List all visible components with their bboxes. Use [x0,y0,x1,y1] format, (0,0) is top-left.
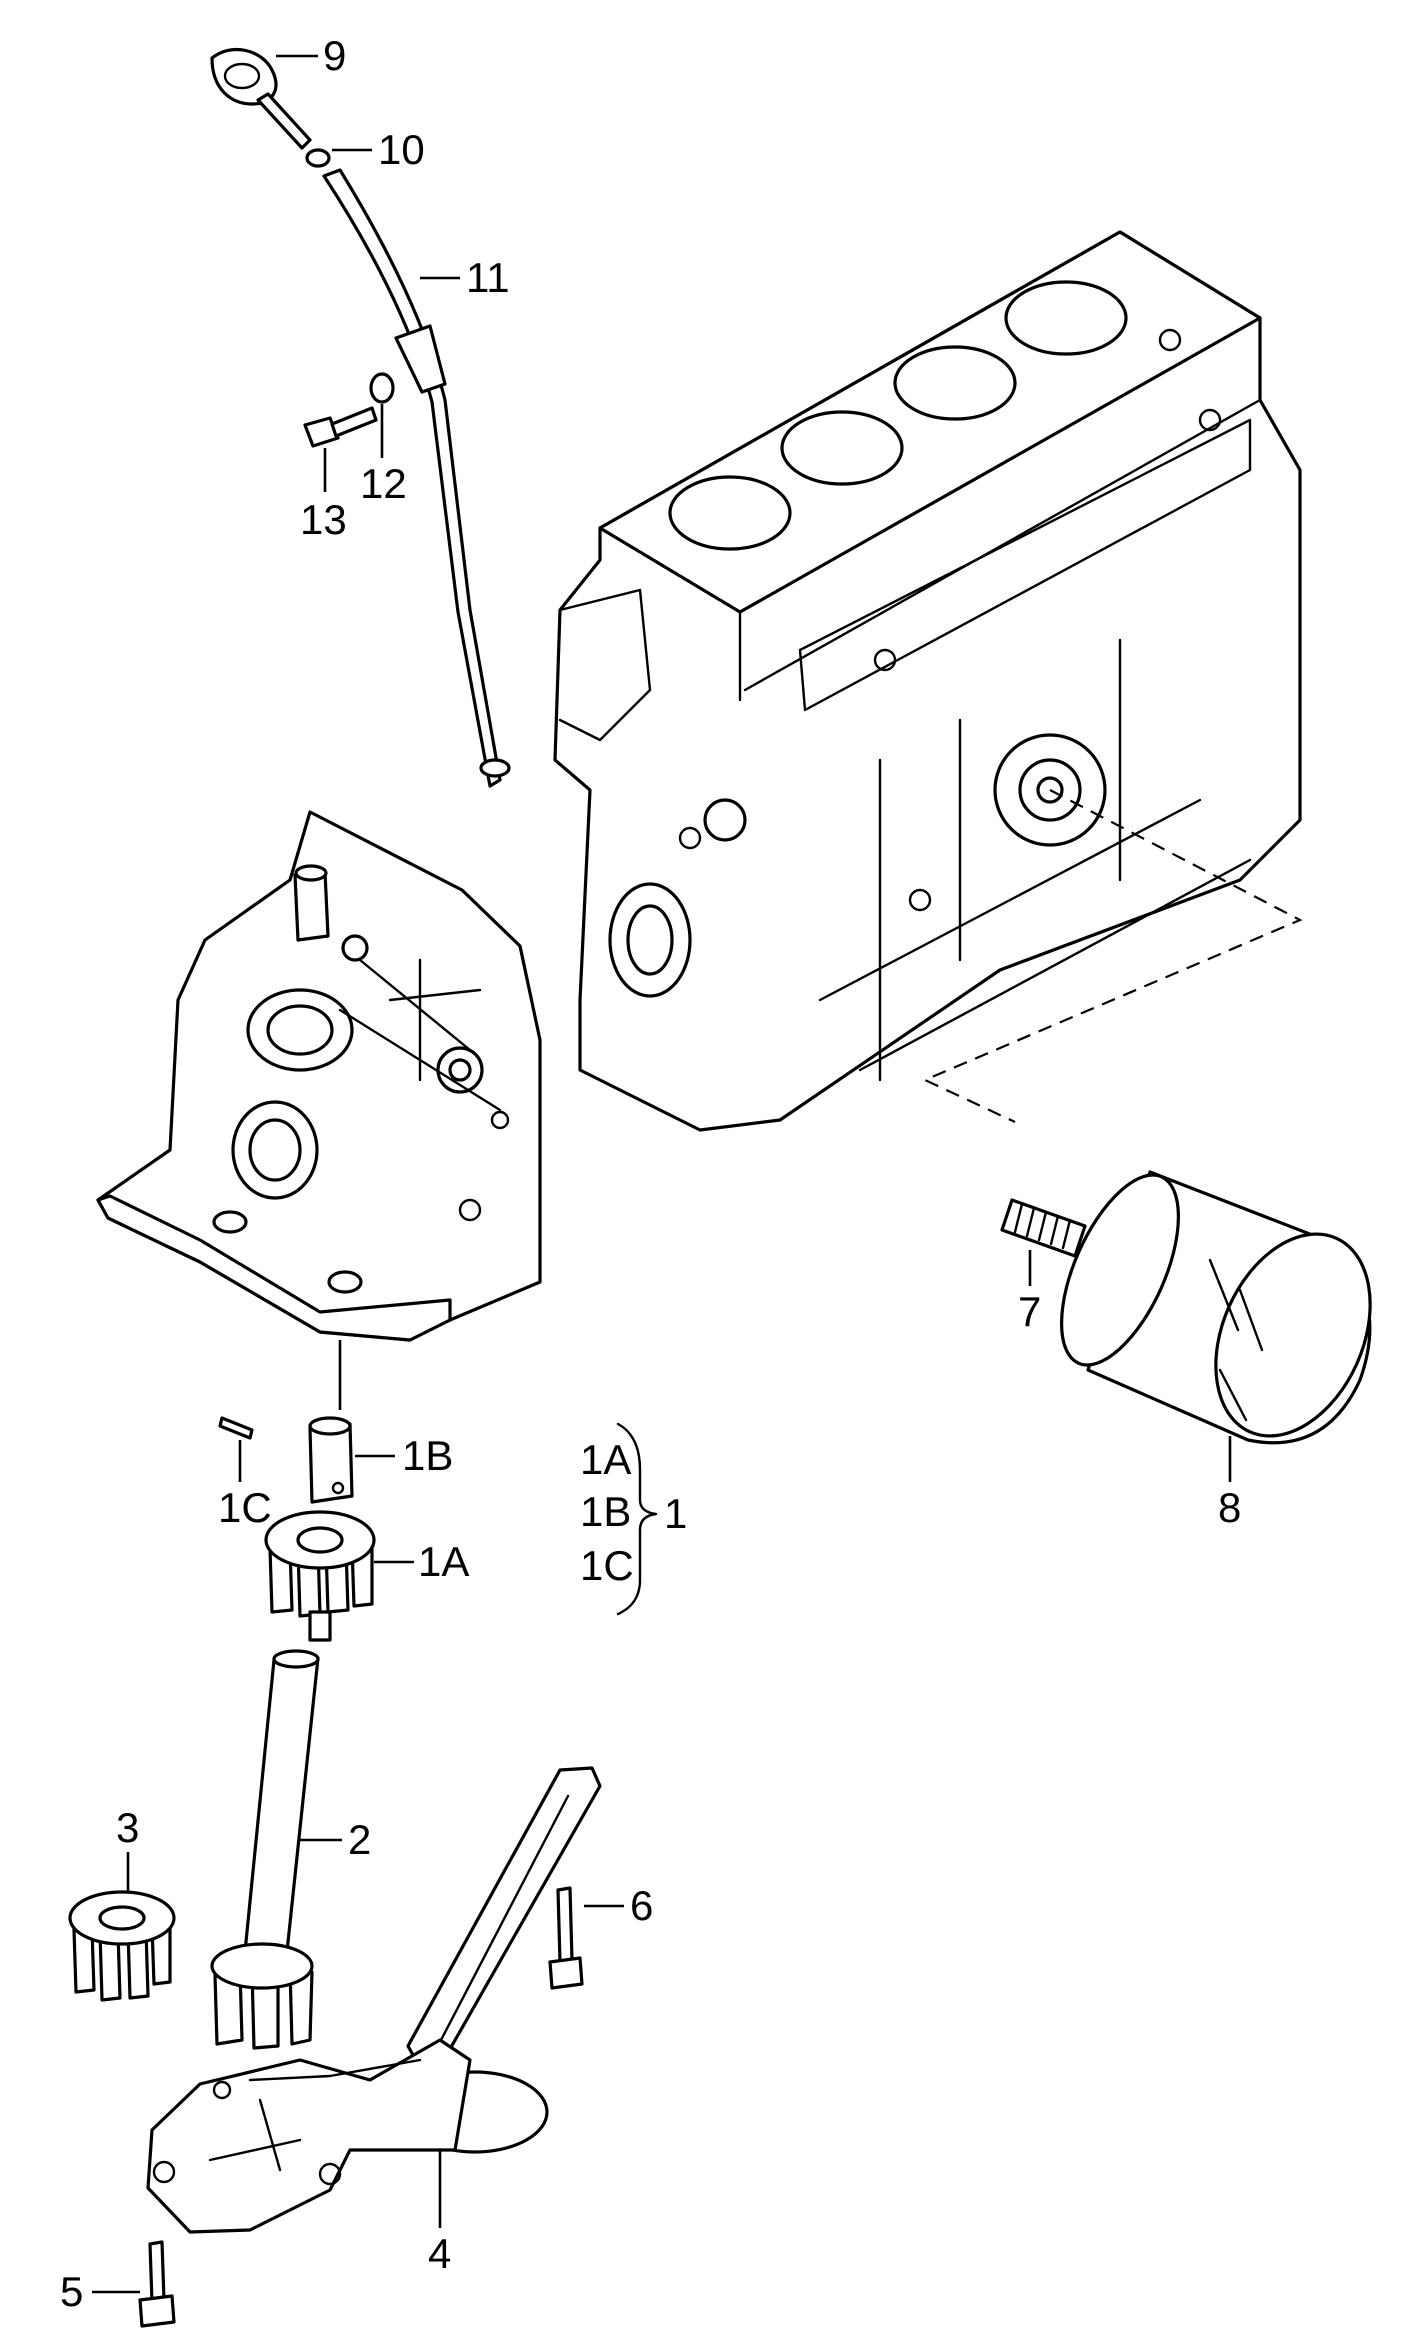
dipstick-guide-tube [322,168,511,788]
drive-shaft [210,1649,320,2050]
oil-pump-housing [96,810,542,1342]
callout-6: 6 [630,1882,653,1929]
pin-1C [218,1416,254,1440]
callout-9: 9 [323,32,346,79]
callout-12: 12 [360,460,407,507]
group-item-1A: 1A [580,1436,631,1483]
callout-8: 8 [1218,1484,1241,1531]
oil-pickup-pump [146,1766,602,2234]
callout-3: 3 [116,1804,139,1851]
leader-dashed-block-to-filter [922,789,1303,1123]
engine-block [553,230,1302,1132]
callout-2: 2 [348,1816,371,1863]
bolt-5 [138,2240,176,2328]
callout-13: 13 [300,496,347,543]
brace [616,1422,658,1616]
callout-11: 11 [466,254,510,301]
shaft-1B [308,1416,354,1504]
callout-1A: 1A [418,1538,469,1585]
bolt-6 [548,1886,584,1990]
gear-1A [264,1510,376,1642]
gear-3 [68,1890,176,2002]
callout-10: 10 [378,126,425,173]
dipstick-seal-ring [305,148,331,168]
callout-1B: 1B [402,1432,453,1479]
group-item-1C: 1C [580,1542,634,1589]
callout-1C: 1C [218,1484,272,1531]
oil-filter [1059,1170,1372,1445]
group-bracket-1: 1A 1B 1C 1 [580,1422,687,1616]
washer [369,372,395,404]
callout-5: 5 [60,2268,83,2315]
callout-4: 4 [428,2230,451,2277]
callout-7: 7 [1018,1288,1041,1335]
bolt-13 [303,406,378,448]
group-item-1B: 1B [580,1488,631,1535]
group-label-1: 1 [664,1490,687,1537]
dipstick-handle [210,47,312,150]
threaded-stud [1000,1198,1087,1258]
